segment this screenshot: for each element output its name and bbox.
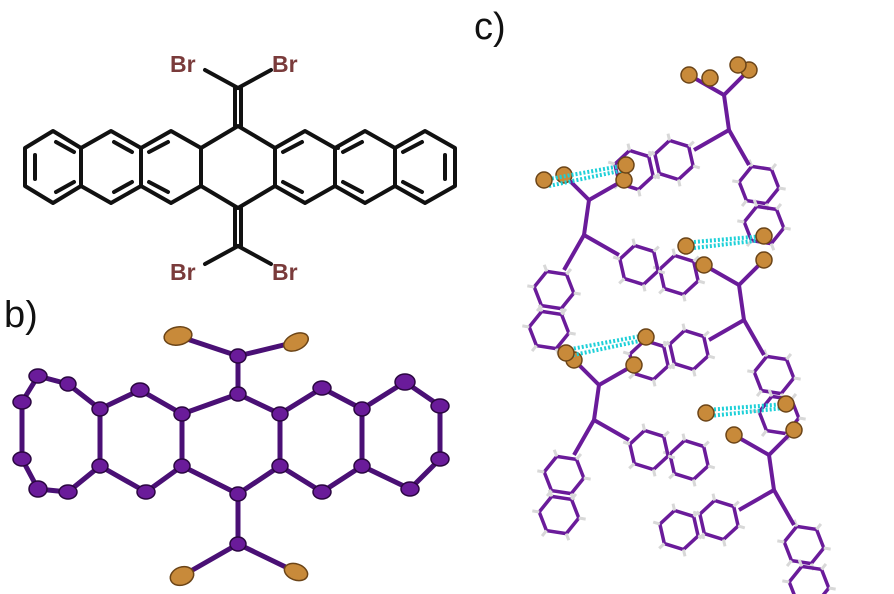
halogen-bond-contact (548, 168, 625, 188)
bromine-atom (637, 328, 655, 346)
bromine-atom (535, 171, 553, 189)
bromine-atom (697, 404, 715, 422)
bromine-atom (677, 237, 695, 255)
bromine-atom (625, 356, 643, 374)
bromine-atom (557, 344, 575, 362)
panel-c-packing-diagram (522, 56, 836, 594)
molecule-5 (652, 421, 836, 594)
bromine-atom (725, 426, 743, 444)
panel-label-c: c) (474, 6, 506, 48)
molecule-2 (522, 166, 706, 356)
halogen-bond-contact (543, 163, 627, 182)
bromine-atom (785, 421, 803, 439)
panel-label-b: b) (4, 294, 38, 336)
halogen-bond-contact (568, 338, 645, 358)
bromine-label-top-left: Br (170, 51, 196, 77)
halogen-bond-contact (681, 234, 765, 245)
bromine-label-bottom-left: Br (170, 259, 196, 285)
bromine-atom (695, 256, 713, 274)
bromine-atom (777, 395, 795, 413)
bromine-label-top-right: Br (272, 51, 298, 77)
panel-a-structure: Br Br Br Br (0, 0, 470, 300)
bromine-atom (617, 156, 635, 174)
halogen-bond-contact (709, 406, 785, 418)
bromine-atom (680, 66, 698, 84)
molecule-4 (532, 351, 716, 541)
bromine-atom (755, 227, 773, 245)
panel-b-crystal-structure (12, 326, 450, 587)
bromine-atom (701, 69, 719, 87)
halogen-bond-contact (565, 333, 647, 352)
molecule-1 (607, 61, 791, 251)
bromine-atom (755, 251, 773, 269)
bromine-atom (615, 171, 633, 189)
halogen-bond-contact (685, 238, 763, 251)
halogen-bond-contact (705, 402, 787, 412)
bromine-atom (729, 56, 747, 74)
bromine-label-bottom-right: Br (272, 259, 298, 285)
